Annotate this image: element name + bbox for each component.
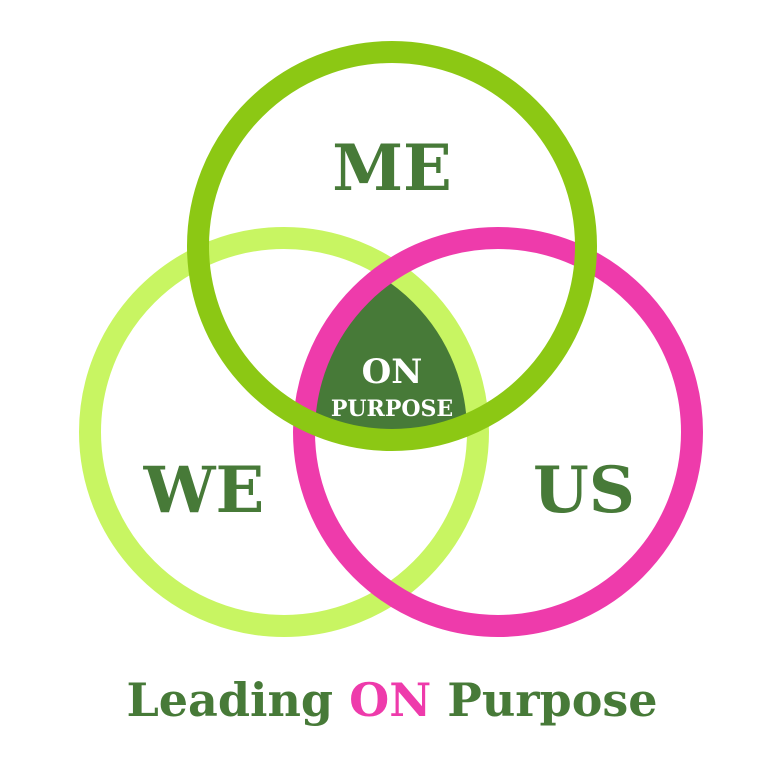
me-circle [187,41,597,451]
center-text-purpose: PURPOSE [331,396,453,422]
tagline-leading: Leading [126,673,349,727]
us-circle [293,227,703,637]
us-label: US [533,453,635,528]
we-label: WE [143,453,265,528]
me-label: ME [332,131,452,206]
center-text-on: ON [362,352,423,392]
center-intersection-region [304,238,478,440]
tagline-on: ON [349,673,431,727]
tagline-purpose: Purpose [431,673,657,727]
tagline: Leading ON Purpose [126,673,657,727]
